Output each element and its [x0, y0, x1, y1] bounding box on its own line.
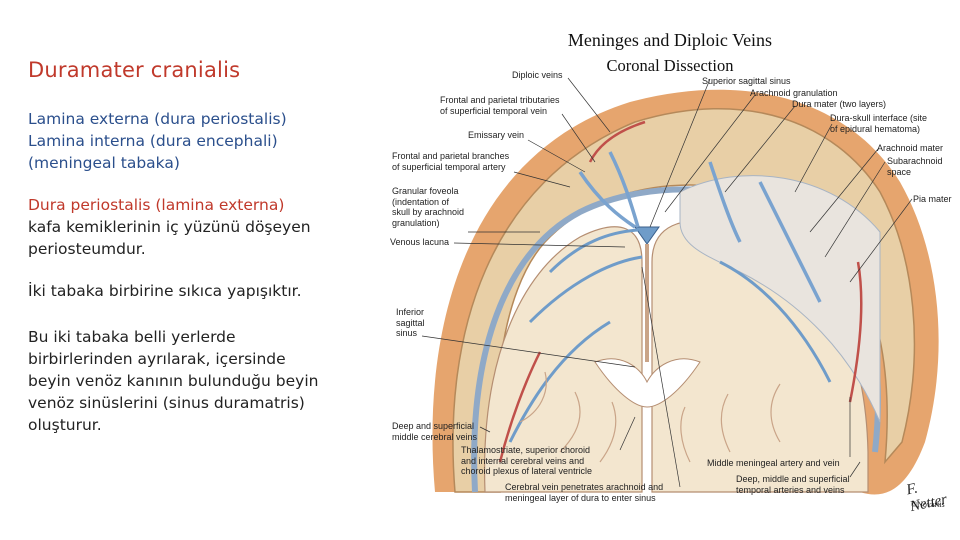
- paragraph-layers: Lamina externa (dura periostalis) Lamina…: [28, 108, 373, 174]
- label-granular-foveola: Granular foveola (indentation of skull b…: [392, 186, 465, 228]
- label-deep-superficial-cerebral-veins: Deep and superficial middle cerebral vei…: [392, 421, 478, 442]
- text-line: Bu iki tabaka belli yerlerde: [28, 328, 236, 346]
- slide-heading: Duramater cranialis: [28, 58, 241, 82]
- label-emissary-vein: Emissary vein: [468, 130, 525, 140]
- leader-lines: [421, 77, 913, 488]
- label-subarachnoid-space: Subarachnoid space: [887, 156, 943, 177]
- label-venous-lacuna: Venous lacuna: [390, 237, 450, 247]
- text-line: birbirlerinden ayrılarak, içersinde: [28, 350, 286, 368]
- diploic-veins: [578, 151, 822, 303]
- label-middle-meningeal: Middle meningeal artery and vein: [707, 458, 840, 468]
- label-frontal-parietal-tributaries: Frontal and parietal tributaries of supe…: [440, 95, 560, 116]
- text-line: Lamina externa (dura periostalis): [28, 110, 287, 128]
- text-line: oluşturur.: [28, 416, 102, 434]
- text-line: periosteumdur.: [28, 240, 146, 258]
- arteries: [498, 120, 863, 463]
- label-arachnoid-mater: Arachnoid mater: [877, 143, 944, 153]
- superior-sagittal-sinus: [634, 226, 660, 245]
- label-cerebral-vein-penetrates: Cerebral vein penetrates arachnoid and m…: [505, 482, 664, 503]
- text-line: Dura periostalis (lamina externa): [28, 196, 285, 214]
- lateral-ventricles: [594, 358, 701, 408]
- figure-subtitle: Coronal Dissection: [606, 56, 734, 75]
- text-line: Lamina interna (dura encephali): [28, 132, 278, 150]
- label-deep-middle-superficial: Deep, middle and superficial temporal ar…: [736, 474, 850, 495]
- label-dura-skull-interface: Dura-skull interface (site of epidural h…: [830, 113, 928, 134]
- text-line: (meningeal tabaka): [28, 154, 180, 172]
- arachnoid-surface: [679, 175, 881, 423]
- label-diploic-veins: Diploic veins: [512, 70, 563, 80]
- gyri: [519, 371, 781, 463]
- text-column: Duramater cranialis Lamina externa (dura…: [28, 58, 373, 456]
- figure-title: Meninges and Diploic Veins: [567, 30, 773, 50]
- label-frontal-parietal-branches: Frontal and parietal branches of superfi…: [392, 151, 510, 172]
- label-thalamostriate: Thalamostriate, superior choroid and int…: [461, 445, 593, 476]
- text-line: İki tabaka birbirine sıkıca yapışıktır.: [28, 282, 302, 300]
- anatomy-figure: Meninges and Diploic Veins Coronal Disse…: [380, 22, 960, 540]
- label-arachnoid-granulation: Arachnoid granulation: [750, 88, 838, 98]
- text-line: kafa kemiklerinin iç yüzünü döşeyen: [28, 218, 311, 236]
- copyright-mark: ©Novartis: [911, 500, 945, 509]
- label-superior-sagittal-sinus: Superior sagittal sinus: [702, 76, 791, 86]
- text-line: beyin venöz kanının bulunduğu beyin: [28, 372, 319, 390]
- label-inferior-sagittal-sinus: Inferior sagittal sinus: [396, 307, 425, 338]
- coronal-dissection-illustration: [421, 77, 939, 495]
- cerebral-veins: [508, 228, 832, 443]
- text-line: venöz sinüslerini (sinus duramatris): [28, 394, 305, 412]
- paragraph-adhesion: İki tabaka birbirine sıkıca yapışıktır.: [28, 280, 373, 302]
- paragraph-periostalis: Dura periostalis (lamina externa) kafa k…: [28, 194, 373, 260]
- label-dura-mater: Dura mater (two layers): [792, 99, 887, 109]
- label-pia-mater: Pia mater: [913, 194, 952, 204]
- paragraph-sinuses: Bu iki tabaka belli yerlerde birbirlerin…: [28, 326, 373, 436]
